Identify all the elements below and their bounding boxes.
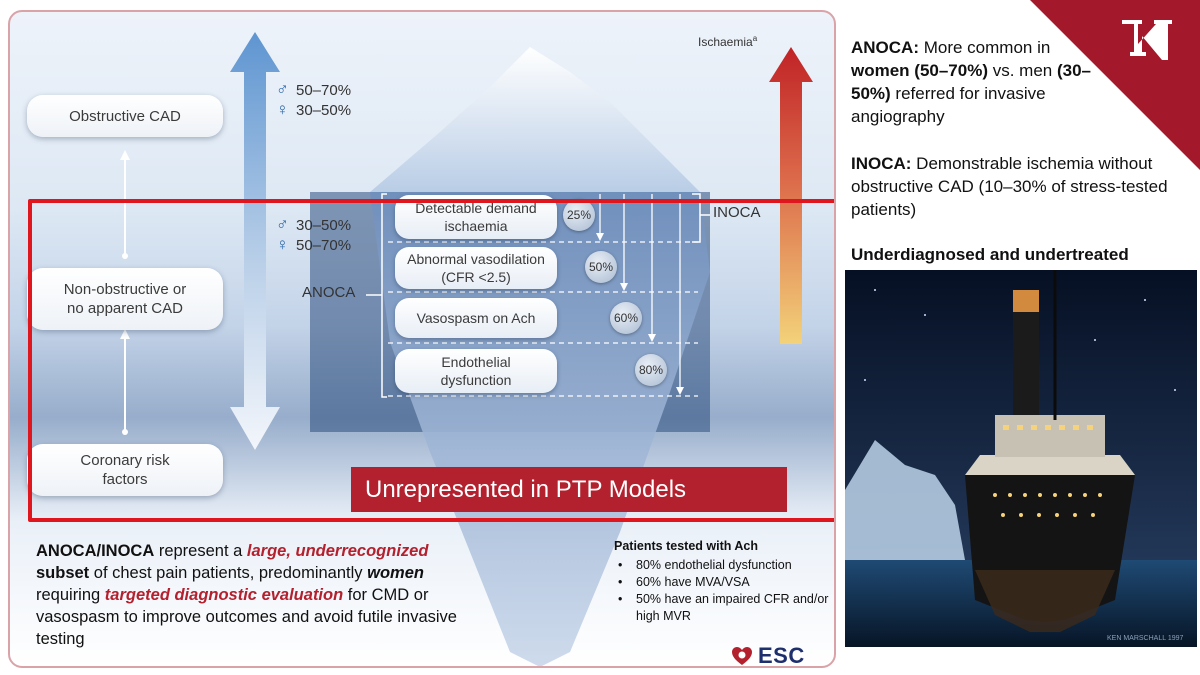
percent-60: 60% <box>610 302 642 334</box>
iceberg-figure: Obstructive CAD Non-obstructive or no ap… <box>8 10 836 668</box>
ach-findings: Patients tested with Ach 80% endothelial… <box>614 538 834 625</box>
connector-dot <box>122 253 128 259</box>
list-item: 80% endothelial dysfunction <box>614 557 834 574</box>
titanic-illustration: KEN MARSCHALL 1997 <box>845 270 1197 647</box>
prevalence-arrowhead <box>596 233 604 241</box>
ship-superstructure <box>995 415 1105 457</box>
ptp-banner: Unrepresented in PTP Models <box>351 467 787 512</box>
female-icon: ♀ <box>276 100 289 119</box>
blue-double-arrow <box>230 32 280 450</box>
esc-logo: ESC <box>730 643 805 668</box>
iceberg-tip <box>370 47 700 192</box>
level-non-obstructive: Non-obstructive or no apparent CAD <box>27 268 223 330</box>
list-item: 60% have MVA/VSA <box>614 574 834 591</box>
iceberg-shape <box>845 440 965 560</box>
n-logo-icon <box>1122 20 1172 60</box>
level-non-obstructive-label: Non-obstructive or no apparent CAD <box>63 281 187 317</box>
anoca-description: ANOCA: More common in women (50–70%) vs.… <box>851 38 1091 126</box>
inoca-description: INOCA: Demonstrable ischemia without obs… <box>851 154 1168 219</box>
sex-distribution-lower: ♂30–50% ♀50–70% <box>276 215 352 254</box>
percent-50: 50% <box>585 251 617 283</box>
sex-distribution-upper: ♂50–70% ♀30–50% <box>276 80 352 119</box>
ach-list: 80% endothelial dysfunction 60% have MVA… <box>614 557 834 625</box>
ship-deck <box>965 455 1135 475</box>
ach-title: Patients tested with Ach <box>614 539 759 553</box>
esc-logo-text: ESC <box>758 643 805 668</box>
category-abnormal-vasodilation: Abnormal vasodilation (CFR <2.5) <box>395 247 557 289</box>
level-risk-factors: Coronary risk factors <box>27 444 223 496</box>
level-obstructive-cad: Obstructive CAD <box>27 95 223 137</box>
category-demand-ischaemia: Detectable demand ischaemia <box>395 195 557 239</box>
connector-dot <box>122 429 128 435</box>
underdiagnosed-heading: Underdiagnosed and undertreated <box>851 245 1129 264</box>
prevalence-arrowhead <box>648 334 656 342</box>
university-logo-corner <box>1030 0 1200 170</box>
percent-25: 25% <box>563 199 595 231</box>
male-icon: ♂ <box>276 80 289 99</box>
connector-arrowhead-upper <box>120 150 130 160</box>
hull-cutaway <box>975 570 1115 632</box>
percent-80: 80% <box>635 354 667 386</box>
inoca-label: INOCA <box>713 204 761 221</box>
ischaemia-arrow <box>769 47 813 344</box>
level-risk-factors-label: Coronary risk factors <box>80 452 170 488</box>
prevalence-arrowhead <box>676 387 684 395</box>
portholes <box>993 493 1102 517</box>
prevalence-arrowhead <box>620 283 628 291</box>
category-vasospasm: Vasospasm on Ach <box>395 298 557 338</box>
female-icon: ♀ <box>276 235 289 254</box>
category-endothelial-dysfunction: Endothelial dysfunction <box>395 349 557 393</box>
anoca-label: ANOCA <box>302 284 356 301</box>
male-icon: ♂ <box>276 215 289 234</box>
heart-icon <box>732 647 752 665</box>
ship-funnel-top <box>1013 290 1039 312</box>
ischaemia-label: Ischaemiaa <box>698 34 758 49</box>
connector-arrowhead-lower <box>120 329 130 339</box>
stars <box>864 289 1176 391</box>
list-item: 50% have an impaired CFR and/or high MVR <box>614 591 834 625</box>
summary-text: ANOCA/INOCA represent a large, underreco… <box>36 542 457 648</box>
deck-lights <box>1003 425 1093 430</box>
photo-credit: KEN MARSCHALL 1997 <box>1107 635 1183 642</box>
